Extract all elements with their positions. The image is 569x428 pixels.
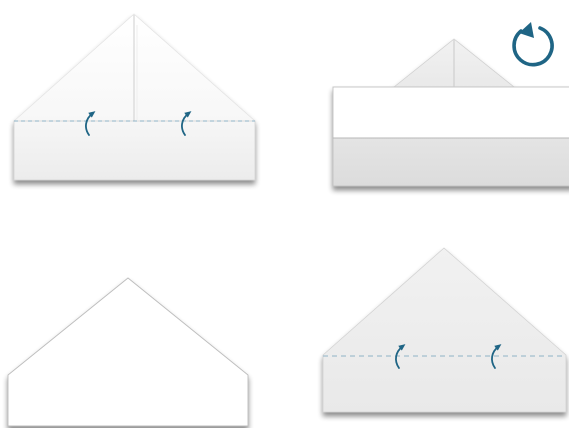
rotate-icon <box>514 22 552 65</box>
step-2-paper <box>333 39 569 186</box>
step-1-front-strip <box>14 121 255 180</box>
step-4-house-shape <box>323 248 566 412</box>
step-3-paper <box>8 278 248 426</box>
step-2-bottom-band <box>333 138 569 186</box>
step-4-panel <box>323 248 566 412</box>
step-2-top-band <box>333 87 569 138</box>
step-2-panel <box>333 22 569 186</box>
step-4-paper <box>323 248 566 412</box>
step-3-house-shape <box>8 278 248 426</box>
step-1-panel <box>14 14 255 180</box>
step-3-panel <box>8 278 248 426</box>
